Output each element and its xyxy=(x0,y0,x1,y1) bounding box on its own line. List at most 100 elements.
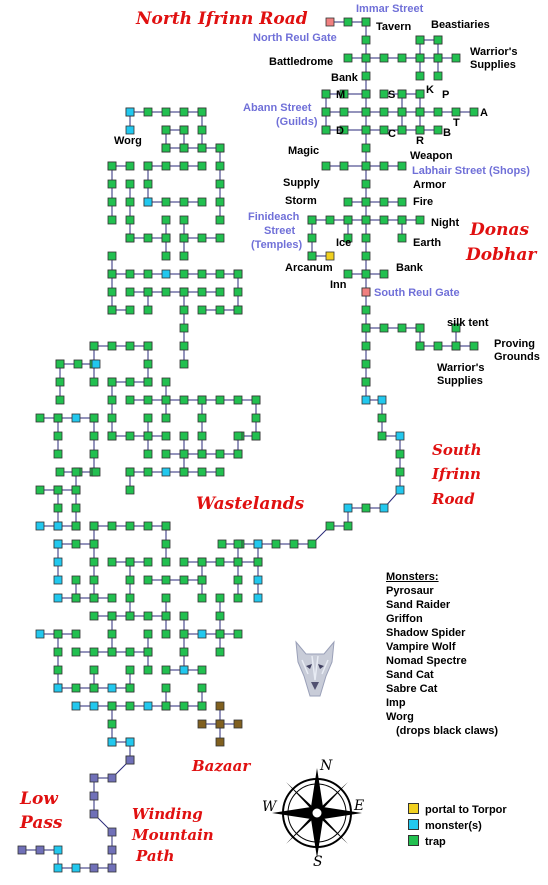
trap-room xyxy=(107,179,117,189)
monster-room xyxy=(125,737,135,747)
trap-room xyxy=(125,395,135,405)
trap-room xyxy=(397,89,407,99)
monster-item: Worg xyxy=(386,711,414,723)
trap-room xyxy=(415,323,425,333)
fire-label: Fire xyxy=(413,196,434,208)
monster-room xyxy=(107,737,117,747)
trap-room xyxy=(233,557,243,567)
silk-tent-label: silk tent xyxy=(447,317,489,329)
trap-room xyxy=(307,251,317,261)
trap-room xyxy=(89,665,99,675)
trap-room xyxy=(197,593,207,603)
trap-room xyxy=(179,359,189,369)
trap-room xyxy=(125,683,135,693)
trap-room xyxy=(89,413,99,423)
trap-room xyxy=(125,287,135,297)
trap-room xyxy=(179,161,189,171)
trap-room xyxy=(233,629,243,639)
trap-room xyxy=(89,341,99,351)
bank-south-label: Bank xyxy=(396,262,423,274)
road-label: Road xyxy=(432,490,475,508)
trap-room xyxy=(143,305,153,315)
trap-room xyxy=(397,107,407,117)
bazaar-room xyxy=(215,701,225,711)
trap-room xyxy=(215,449,225,459)
trap-room xyxy=(397,233,407,243)
bazaar-room xyxy=(197,719,207,729)
trap-room xyxy=(161,593,171,603)
donas-label: Donas xyxy=(470,220,530,240)
trap-room xyxy=(415,215,425,225)
trap-room xyxy=(179,575,189,585)
monster-room xyxy=(395,431,405,441)
monster-item: Griffon xyxy=(386,613,423,625)
trap-room xyxy=(361,305,371,315)
trap-swatch xyxy=(408,835,419,846)
trap-room xyxy=(125,269,135,279)
trap-room xyxy=(451,323,461,333)
trap-room xyxy=(179,629,189,639)
trap-room xyxy=(179,197,189,207)
legend-monster-label: monster(s) xyxy=(425,820,482,832)
inn-label: Inn xyxy=(330,279,347,291)
trap-room xyxy=(433,125,443,135)
monster-room xyxy=(53,863,63,873)
trap-room xyxy=(253,557,263,567)
proving-label-2: Grounds xyxy=(494,351,540,363)
trap-room xyxy=(361,143,371,153)
trap-room xyxy=(143,521,153,531)
trap-room xyxy=(143,557,153,567)
path-room xyxy=(107,827,117,837)
trap-room xyxy=(233,431,243,441)
trap-room xyxy=(361,71,371,81)
trap-room xyxy=(53,503,63,513)
trap-room xyxy=(89,683,99,693)
trap-room xyxy=(143,449,153,459)
monster-item: Nomad Spectre xyxy=(386,655,467,667)
night-label: Night xyxy=(431,217,460,229)
tavern-label: Tavern xyxy=(376,21,412,33)
wastelands-label: Wastelands xyxy=(196,494,305,514)
trap-room xyxy=(179,323,189,333)
trap-room xyxy=(161,557,171,567)
portal-room xyxy=(325,251,335,261)
trap-room xyxy=(179,467,189,477)
monster-room xyxy=(343,503,353,513)
compass-north-label: N xyxy=(319,758,333,774)
trap-room xyxy=(215,611,225,621)
trap-room xyxy=(361,251,371,261)
trap-room xyxy=(251,413,261,423)
shop-r-label: R xyxy=(416,135,424,147)
trap-room xyxy=(125,467,135,477)
trap-room xyxy=(55,467,65,477)
beastiaries-label: Beastiaries xyxy=(431,19,490,31)
armor-label: Armor xyxy=(413,179,447,191)
warriors-south-label-2: Supplies xyxy=(437,375,483,387)
monster-room xyxy=(89,701,99,711)
trap-room xyxy=(433,341,443,351)
trap-room xyxy=(89,611,99,621)
trap-room xyxy=(107,197,117,207)
trap-room xyxy=(217,539,227,549)
trap-room xyxy=(125,701,135,711)
trap-room xyxy=(197,197,207,207)
path-room xyxy=(107,845,117,855)
trap-room xyxy=(107,341,117,351)
trap-room xyxy=(161,377,171,387)
legend-monster: monster(s) xyxy=(408,818,507,834)
trap-room xyxy=(107,215,117,225)
trap-room xyxy=(379,269,389,279)
trap-room xyxy=(143,575,153,585)
trap-room xyxy=(379,125,389,135)
monster-item: Sand Cat xyxy=(386,669,434,681)
trap-room xyxy=(143,395,153,405)
trap-room xyxy=(343,521,353,531)
monster-room xyxy=(53,557,63,567)
trap-room xyxy=(55,377,65,387)
trap-room xyxy=(395,449,405,459)
trap-room xyxy=(397,53,407,63)
finideach-label: Finideach xyxy=(248,211,300,223)
trap-room xyxy=(125,593,135,603)
trap-room xyxy=(179,125,189,135)
